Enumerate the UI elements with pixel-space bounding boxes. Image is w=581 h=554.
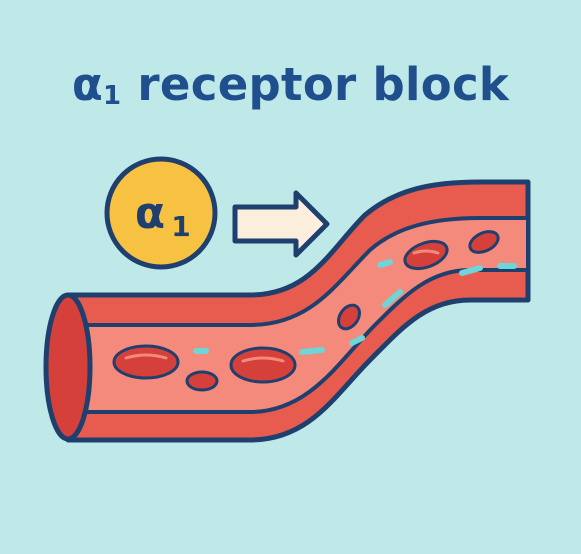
title-text: receptor block — [121, 58, 510, 111]
alpha1-receptor-badge-icon: α 1 — [104, 156, 218, 270]
blood-cell — [229, 346, 297, 384]
cell-highlights — [124, 249, 440, 363]
title-subscript: 1 — [103, 81, 122, 111]
blood-cells — [112, 230, 500, 392]
arrow-right-icon — [232, 190, 330, 258]
blood-cell — [468, 230, 500, 254]
blood-cell — [337, 303, 361, 331]
page-title: α1 receptor block — [0, 58, 581, 111]
title-symbol: α — [71, 58, 104, 111]
badge-symbol: α — [135, 188, 165, 239]
blood-vessel-icon — [43, 179, 531, 443]
blood-cell — [403, 239, 449, 271]
blood-cell — [112, 344, 180, 380]
vessel-opening — [43, 292, 93, 442]
plasma-dashes — [193, 259, 517, 355]
badge-subscript: 1 — [171, 210, 190, 243]
blood-cell — [185, 370, 219, 392]
